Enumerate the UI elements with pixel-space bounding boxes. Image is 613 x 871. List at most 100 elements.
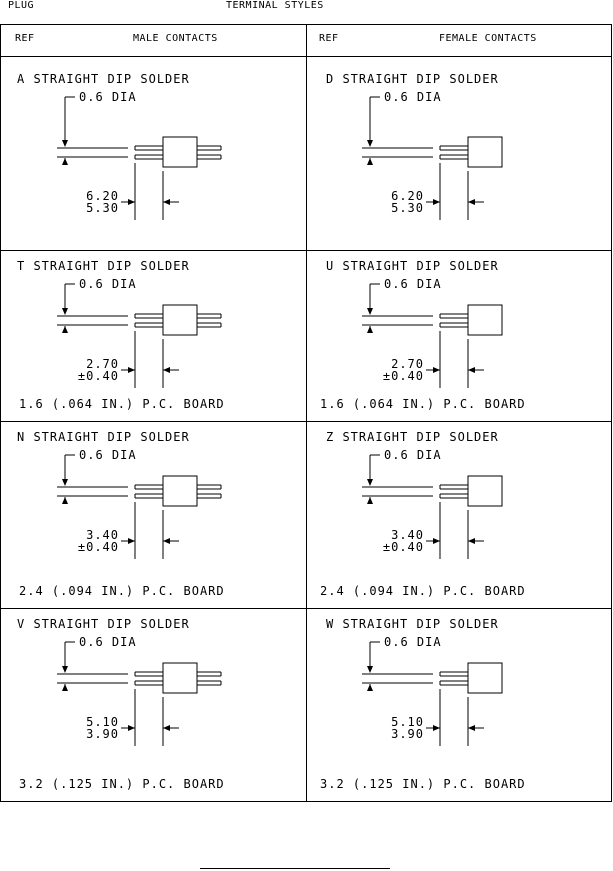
dia-label: 0.6 DIA [384,635,442,649]
arrow-icon [163,199,170,205]
dimension-value: ±0.40 [382,369,424,383]
dia-label: 0.6 DIA [79,635,137,649]
dimension-label: 2.70±0.40 [71,358,119,382]
arrow-icon [468,199,475,205]
arrow-icon [62,497,68,504]
dia-label: 0.6 DIA [79,90,137,104]
connector-body [467,662,503,694]
arrow-icon [468,367,475,373]
pc-board-label: 1.6 (.064 IN.) P.C. BOARD [320,397,526,411]
dia-label: 0.6 DIA [384,448,442,462]
arrow-icon [468,538,475,544]
pc-board-label: 3.2 (.125 IN.) P.C. BOARD [320,777,526,791]
arrow-icon [367,326,373,333]
connector-body [162,662,198,694]
pc-board-label: 3.2 (.125 IN.) P.C. BOARD [19,777,225,791]
arrow-icon [367,684,373,691]
dimension-value: 5.30 [86,201,119,215]
dimension-label: 3.40±0.40 [376,529,424,553]
dia-label: 0.6 DIA [79,277,137,291]
arrow-icon [62,140,68,147]
terminal-style-title: W STRAIGHT DIP SOLDER [326,617,499,631]
row-divider [1,608,611,609]
arrow-icon [433,538,440,544]
header-plug: PLUG [8,0,35,11]
arrow-icon [128,199,135,205]
connector-body [162,475,198,507]
connector-body [162,136,198,168]
arrow-icon [367,479,373,486]
male-terminal-drawing [57,454,222,559]
dimension-value: 3.90 [86,727,119,741]
male-contacts-header: MALE CONTACTS [133,33,218,44]
pc-board-label: 2.4 (.094 IN.) P.C. BOARD [320,584,526,598]
dimension-value: 6.20 [86,189,119,203]
dimension-value: 3.90 [391,727,424,741]
row-divider [1,421,611,422]
male-ref-header: REF [15,33,35,44]
arrow-icon [433,367,440,373]
female-contact-cell: Z STRAIGHT DIP SOLDER 0.6 DIA 3.40±0.40 2.4… [306,421,612,608]
dimension-value: 6.20 [391,189,424,203]
arrow-icon [62,684,68,691]
dimension-value: ±0.40 [382,540,424,554]
arrow-icon [62,326,68,333]
pc-board-label: 1.6 (.064 IN.) P.C. BOARD [19,397,225,411]
terminal-style-title: D STRAIGHT DIP SOLDER [326,72,499,86]
terminal-style-title: U STRAIGHT DIP SOLDER [326,259,499,273]
dimension-label: 3.40±0.40 [71,529,119,553]
dimension-value: ±0.40 [77,540,119,554]
column-divider [306,25,307,801]
arrow-icon [367,140,373,147]
terminal-style-title: T STRAIGHT DIP SOLDER [17,259,190,273]
terminal-style-title: V STRAIGHT DIP SOLDER [17,617,190,631]
terminal-style-title: Z STRAIGHT DIP SOLDER [326,430,499,444]
arrow-icon [433,725,440,731]
male-terminal-drawing [57,96,222,220]
row-divider [1,250,611,251]
female-terminal-drawing [362,96,503,220]
dimension-value: 3.40 [86,528,119,542]
dia-label: 0.6 DIA [79,448,137,462]
dimension-value: 5.10 [86,715,119,729]
female-terminal-drawing [362,283,503,388]
header-terminal-styles: TERMINAL STYLES [226,0,324,11]
terminal-styles-table: REF MALE CONTACTS REF FEMALE CONTACTS A … [0,24,612,802]
connector-body [467,136,503,168]
female-ref-header: REF [319,33,339,44]
arrow-icon [163,367,170,373]
pc-board-label: 2.4 (.094 IN.) P.C. BOARD [19,584,225,598]
male-terminal-drawing [57,283,222,388]
arrow-icon [367,158,373,165]
arrow-icon [367,666,373,673]
male-contact-cell: T STRAIGHT DIP SOLDER 0.6 DIA 2.70±0.40 1.6… [1,250,307,421]
male-terminal-drawing [57,641,222,746]
dimension-value: 2.70 [391,357,424,371]
arrow-icon [468,725,475,731]
connector-body [162,304,198,336]
arrow-icon [62,479,68,486]
arrow-icon [163,538,170,544]
terminal-style-title: A STRAIGHT DIP SOLDER [17,72,190,86]
dimension-value: 5.10 [391,715,424,729]
female-contact-cell: U STRAIGHT DIP SOLDER 0.6 DIA 2.70±0.40 1.6… [306,250,612,421]
dimension-value: 5.30 [391,201,424,215]
connector-body [467,475,503,507]
dimension-value: ±0.40 [77,369,119,383]
arrow-icon [367,308,373,315]
arrow-icon [62,308,68,315]
dimension-value: 3.40 [391,528,424,542]
dia-label: 0.6 DIA [384,90,442,104]
arrow-icon [163,725,170,731]
female-contacts-header: FEMALE CONTACTS [439,33,537,44]
arrow-icon [367,497,373,504]
dia-label: 0.6 DIA [384,277,442,291]
